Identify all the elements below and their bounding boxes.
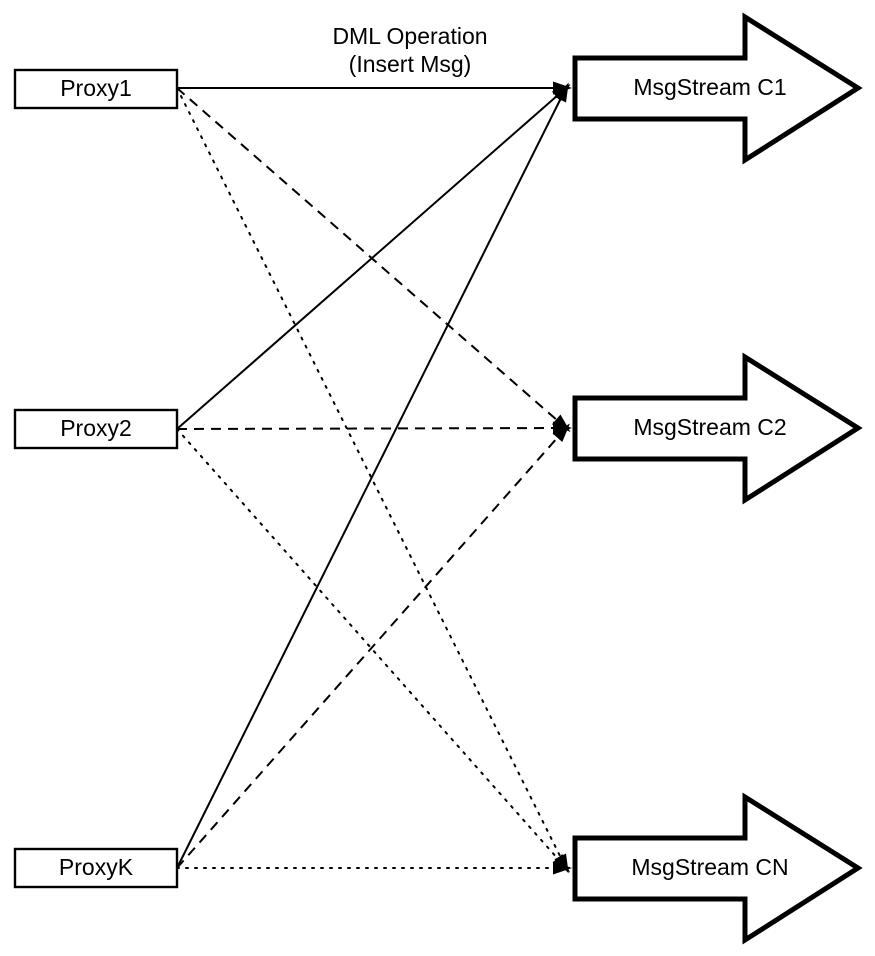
edge-arrowheads-group	[551, 81, 572, 875]
edge-proxy2-to-c1	[176, 87, 567, 430]
msgstream-nodes-group: MsgStream C1 MsgStream C2 MsgStream CN	[572, 12, 863, 945]
proxy-label-proxyk: ProxyK	[59, 854, 134, 880]
msgstream-node-c2[interactable]: MsgStream C2	[572, 352, 863, 505]
msgstream-arrow-shape-cn	[572, 792, 863, 945]
msgstream-arrow-shape-c1	[572, 12, 863, 165]
proxy-box-proxy1	[13, 68, 179, 110]
dml-operation-annotation: DML Operation (Insert Msg)	[332, 23, 487, 77]
arrowhead-proxyk-to-cn	[553, 861, 572, 875]
msgstream-node-c1[interactable]: MsgStream C1	[572, 12, 863, 165]
msgstream-label-cn: MsgStream CN	[631, 854, 788, 880]
msgstream-node-cn[interactable]: MsgStream CN	[572, 792, 863, 945]
proxy-label-proxy2: Proxy2	[60, 415, 132, 441]
annotation-line-2: (Insert Msg)	[349, 51, 472, 77]
msgstream-arrow-shape-c2	[572, 352, 863, 505]
edge-proxy1-to-cn	[176, 87, 567, 869]
proxy-node-proxy1[interactable]: Proxy1	[13, 68, 179, 110]
annotation-line-1: DML Operation	[332, 23, 487, 49]
msgstream-label-c2: MsgStream C2	[633, 414, 786, 440]
proxy-node-proxy2[interactable]: Proxy2	[13, 408, 179, 450]
proxy-label-proxy1: Proxy1	[60, 75, 132, 101]
proxy-node-proxyk[interactable]: ProxyK	[13, 847, 179, 889]
arrowhead-proxyk-to-c1	[554, 82, 569, 103]
arrowhead-proxyk-to-c2	[552, 423, 570, 443]
edge-proxy2-to-c2	[176, 427, 567, 430]
edge-proxyk-to-c2	[176, 427, 567, 869]
edge-proxy2-to-cn	[176, 428, 567, 869]
msgstream-label-c1: MsgStream C1	[633, 74, 786, 100]
edges-group	[176, 87, 567, 869]
edge-proxyk-to-c1	[176, 87, 567, 869]
proxy-box-proxyk	[13, 847, 179, 889]
proxy-box-proxy2	[13, 408, 179, 450]
